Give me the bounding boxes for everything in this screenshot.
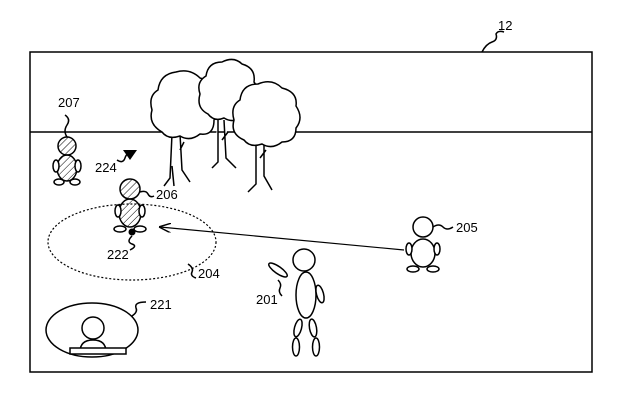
target-leader [139, 190, 155, 198]
player-201 [268, 248, 325, 357]
player-label: 201 [256, 292, 278, 307]
enemy-207-leader [64, 114, 70, 138]
enemy-205 [405, 216, 441, 273]
enemy-207 [52, 136, 82, 186]
marker-leader [128, 235, 136, 251]
ring-leader [187, 263, 197, 279]
attack-arrow [160, 227, 405, 251]
screen-label: 12 [498, 18, 512, 33]
player-leader [277, 279, 283, 297]
ring-label: 204 [198, 266, 220, 281]
target-206 [113, 178, 147, 233]
tree-right [232, 81, 301, 193]
panel-leader [131, 301, 147, 317]
enemy-205-label: 205 [456, 220, 478, 235]
enemy-205-leader [432, 224, 454, 230]
panel-221 [45, 302, 139, 358]
pointer-leader [116, 152, 132, 163]
pointer-label: 224 [95, 160, 117, 175]
trees [150, 58, 301, 193]
marker-dot [128, 228, 136, 236]
marker-label: 222 [107, 247, 129, 262]
panel-label: 221 [150, 297, 172, 312]
screen-leader-line [481, 30, 505, 53]
enemy-207-label: 207 [58, 95, 80, 110]
target-label: 206 [156, 187, 178, 202]
pointer-triangle [123, 150, 137, 160]
